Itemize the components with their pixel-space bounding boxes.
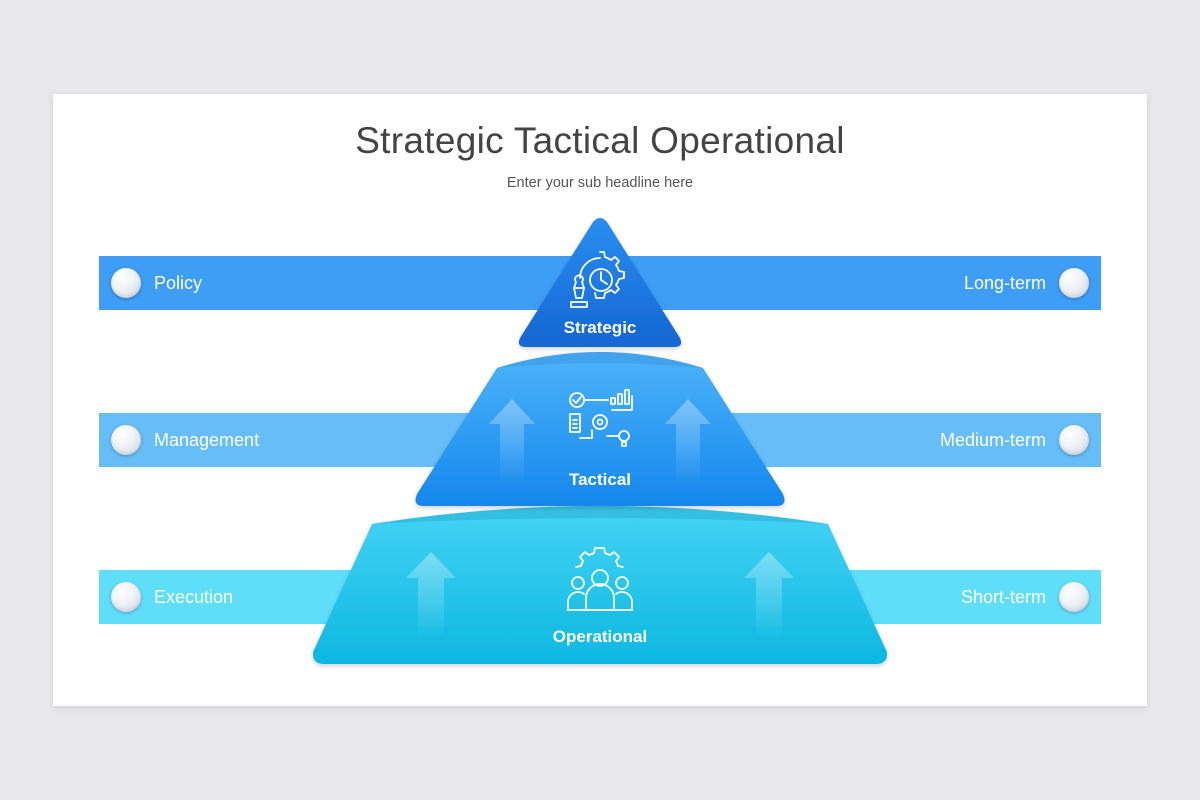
band-right-label: Long-term <box>963 273 1046 293</box>
band-left-label: Management <box>154 430 260 450</box>
process-checklist-icon <box>569 389 633 447</box>
bullet-dot-icon <box>111 268 141 298</box>
tier-label-operational: Operational <box>552 627 648 646</box>
bullet-dot-icon <box>1059 268 1089 298</box>
tier-label-tactical: Tactical <box>568 470 632 489</box>
team-gear-icon <box>567 547 633 611</box>
bullet-dot-icon <box>1059 582 1089 612</box>
up-arrow-icon <box>406 552 456 640</box>
band-right-label: Medium-term <box>939 430 1046 450</box>
bullet-dot-icon <box>1059 425 1089 455</box>
up-arrow-icon <box>489 399 535 484</box>
pyramid-tier-strategic <box>518 218 682 347</box>
slide-subtitle: Enter your sub headline here <box>506 175 694 191</box>
tier-label-strategic: Strategic <box>563 318 637 337</box>
band-left-label: Execution <box>154 587 234 607</box>
bullet-dot-icon <box>111 582 141 612</box>
band-left-label: Policy <box>154 273 203 293</box>
pyramid-tier-operational <box>312 506 888 664</box>
up-arrow-icon <box>744 552 794 640</box>
band-right-label: Short-term <box>960 587 1046 607</box>
up-arrow-icon <box>665 399 711 484</box>
slide-title: Strategic Tactical Operational <box>355 120 845 161</box>
gear-chess-icon <box>570 251 625 308</box>
bullet-dot-icon <box>111 425 141 455</box>
